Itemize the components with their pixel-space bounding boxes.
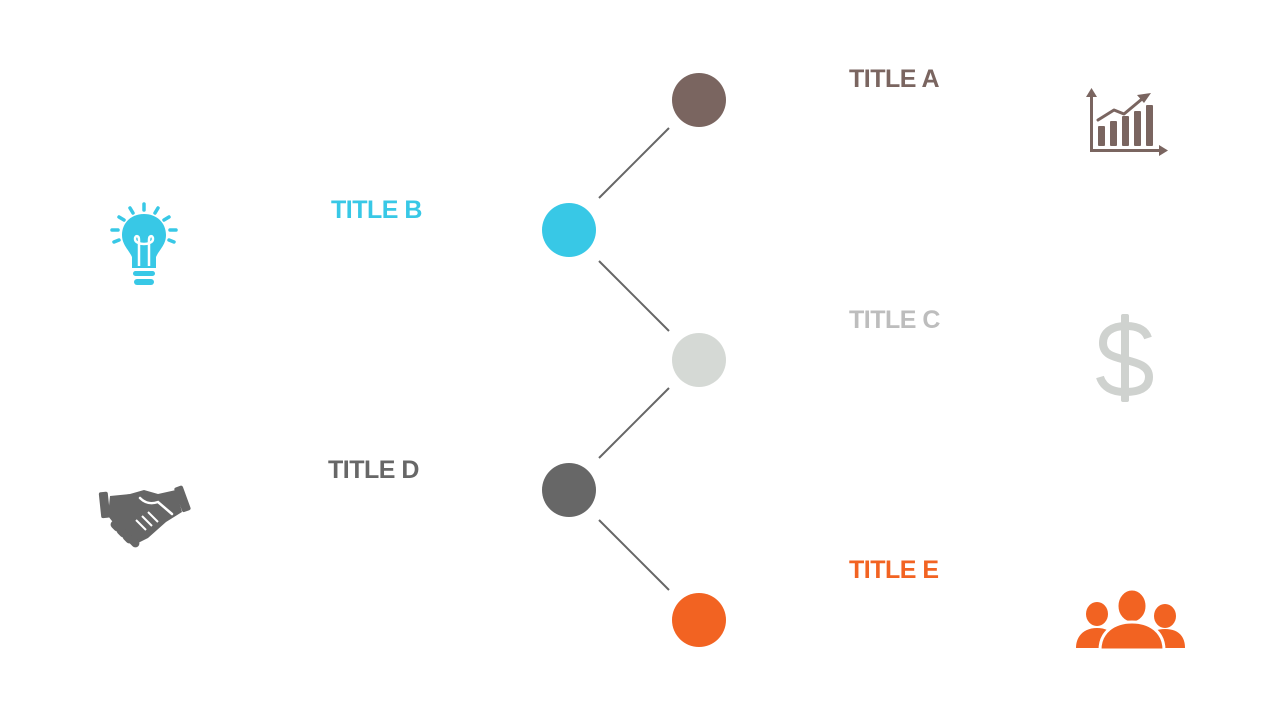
connector-lines <box>598 127 670 591</box>
lightbulb-icon <box>110 202 178 285</box>
title-a: TITLE A <box>849 65 940 93</box>
node-c <box>672 333 726 387</box>
node-d <box>542 463 596 517</box>
connector-b-a <box>598 127 670 199</box>
connector-b-c <box>598 260 670 332</box>
title-e: TITLE E <box>849 556 939 584</box>
people-icon <box>1076 587 1185 652</box>
node-b <box>542 203 596 257</box>
node-e <box>672 593 726 647</box>
title-d: TITLE D <box>328 456 419 484</box>
title-b: TITLE B <box>331 196 422 224</box>
connector-c-d <box>598 387 670 459</box>
handshake-icon <box>98 485 191 548</box>
growth-chart-icon <box>1086 88 1168 156</box>
title-c: TITLE C <box>849 306 940 334</box>
dollar-icon <box>1096 314 1154 402</box>
connector-d-e <box>598 519 670 591</box>
node-a <box>672 73 726 127</box>
